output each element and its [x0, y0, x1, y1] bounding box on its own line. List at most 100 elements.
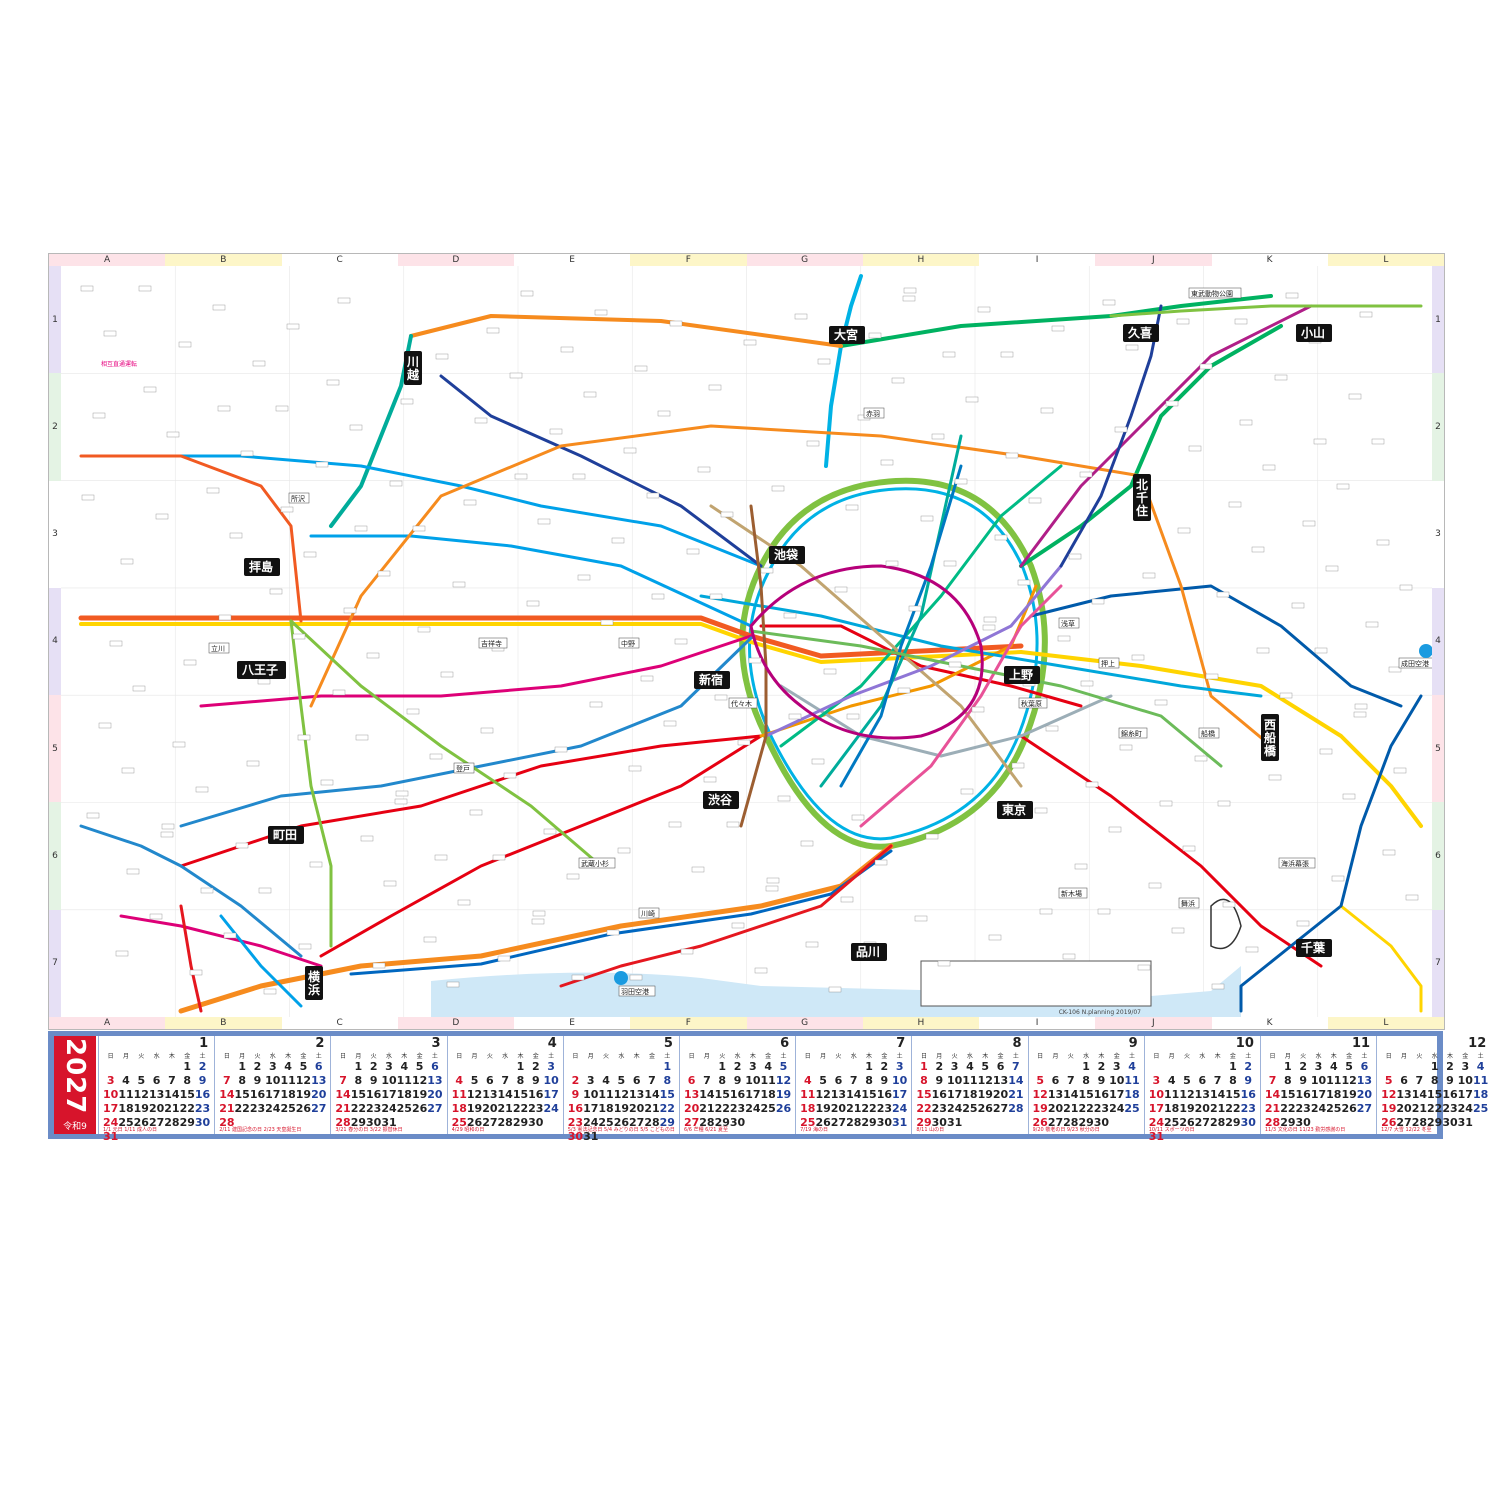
day-cell: 14 — [497, 1088, 513, 1101]
day-cell: 19 — [1341, 1088, 1357, 1101]
station-label: 錦糸町 — [1121, 729, 1142, 738]
day-cell: 23 — [249, 1102, 266, 1115]
weekday-label: 火 — [254, 1053, 261, 1060]
weekday-label: 土 — [896, 1053, 903, 1060]
station-marker — [611, 537, 625, 544]
station-marker — [229, 532, 243, 539]
day-cell: 16 — [249, 1088, 266, 1101]
weekday-label: 火 — [138, 1053, 145, 1060]
day-cell: 13 — [683, 1088, 700, 1101]
grid-column-label: A — [49, 1017, 166, 1029]
day-cell: 9 — [880, 1074, 889, 1087]
day-cell: 14 — [1008, 1074, 1024, 1087]
station-marker — [1119, 744, 1133, 751]
day-cell: 15 — [350, 1088, 366, 1101]
day-cell: 19 — [133, 1102, 149, 1115]
weekday-label: 日 — [1269, 1053, 1276, 1060]
weekday-label: 日 — [340, 1053, 347, 1060]
day-cell — [1381, 1060, 1396, 1074]
day-cell: 14 — [644, 1088, 660, 1101]
station-box — [863, 407, 885, 419]
day-cell: 10 — [543, 1074, 559, 1087]
weekday-label: 月 — [122, 1053, 129, 1060]
station-label: 新木場 — [1061, 889, 1082, 898]
day-cell: 25 — [396, 1102, 412, 1115]
day-cell: 21 — [497, 1102, 513, 1115]
weekday-header: 日月火水木金土 — [1381, 1051, 1488, 1060]
hub-station-box-yokohama — [305, 966, 323, 1000]
station-marker — [286, 323, 300, 330]
station-marker — [1405, 894, 1419, 901]
station-marker — [109, 640, 123, 647]
day-cell: 11 — [800, 1088, 816, 1101]
day-cell: 26 — [1179, 1116, 1195, 1129]
station-box — [578, 857, 616, 869]
station-label: 立川 — [211, 644, 225, 653]
station-marker — [1382, 849, 1396, 856]
day-cell — [1048, 1060, 1063, 1074]
day-cell: 14 — [1264, 1088, 1281, 1101]
day-cell: 27 — [830, 1116, 847, 1129]
day-cell: 25 — [760, 1102, 776, 1115]
day-cell: 24 — [946, 1102, 963, 1115]
day-cell: 1 — [238, 1060, 246, 1073]
day-cell: 30 — [1295, 1116, 1311, 1129]
day-cell: 18 — [280, 1088, 296, 1101]
weekday-header: 日月火水木金土 — [1265, 1051, 1372, 1060]
station-marker — [155, 513, 169, 520]
station-marker — [514, 473, 528, 480]
day-cell: 15 — [916, 1088, 932, 1101]
day-cell: 10 — [1457, 1074, 1473, 1087]
day-cell: 26 — [1341, 1102, 1357, 1115]
station-marker — [948, 661, 962, 668]
day-cell: 14 — [164, 1088, 180, 1101]
day-cell: 25 — [800, 1116, 816, 1129]
day-cell: 18 — [1326, 1088, 1342, 1101]
grid-column-label: K — [1211, 254, 1328, 266]
hub-station-label-shinagawa: 品川 — [856, 945, 880, 959]
station-marker — [646, 492, 660, 499]
day-cell — [1396, 1060, 1411, 1074]
station-marker — [1000, 351, 1014, 358]
month-number: 7 — [896, 1036, 906, 1051]
holiday-note: 2/11 建国記念の日 2/23 天皇誕生日 — [219, 1127, 302, 1133]
day-cell: 15 — [1078, 1088, 1094, 1101]
weekday-label: 火 — [719, 1053, 726, 1060]
station-marker — [714, 694, 728, 701]
station-marker — [983, 616, 997, 623]
weekday-label: 木 — [168, 1053, 175, 1060]
station-marker — [988, 934, 1002, 941]
sobu-line-east — [1019, 650, 1423, 828]
day-cell: 19 — [295, 1088, 312, 1101]
day-cell: 14 — [846, 1088, 862, 1101]
day-cell — [335, 1060, 350, 1074]
day-cell: 17 — [583, 1102, 599, 1115]
day-cell: 3 — [385, 1060, 393, 1073]
weekday-label: 水 — [734, 1053, 741, 1060]
day-cell: 19 — [775, 1088, 792, 1101]
station-marker — [1057, 635, 1071, 642]
day-cell — [1179, 1060, 1194, 1074]
grid-row-label: 5 — [1432, 695, 1444, 803]
day-cell: 9 — [1446, 1074, 1454, 1087]
station-marker — [903, 287, 917, 294]
day-cell — [1210, 1060, 1225, 1074]
day-cell: 21 — [1209, 1102, 1226, 1115]
station-marker — [1194, 755, 1208, 762]
day-cell: 3 — [1152, 1074, 1161, 1087]
station-marker — [497, 955, 511, 962]
day-cell: 12 — [977, 1074, 993, 1087]
day-cell: 4 — [284, 1060, 292, 1073]
day-cell: 26 — [295, 1102, 312, 1115]
grid-row-label: 2 — [1432, 373, 1444, 481]
day-cell: 26 — [815, 1116, 831, 1129]
day-cell: 22 — [659, 1102, 675, 1115]
day-cell: 19 — [613, 1102, 629, 1115]
station-marker — [429, 753, 443, 760]
day-cell — [219, 1060, 234, 1074]
grid-column-label: I — [979, 1017, 1096, 1029]
